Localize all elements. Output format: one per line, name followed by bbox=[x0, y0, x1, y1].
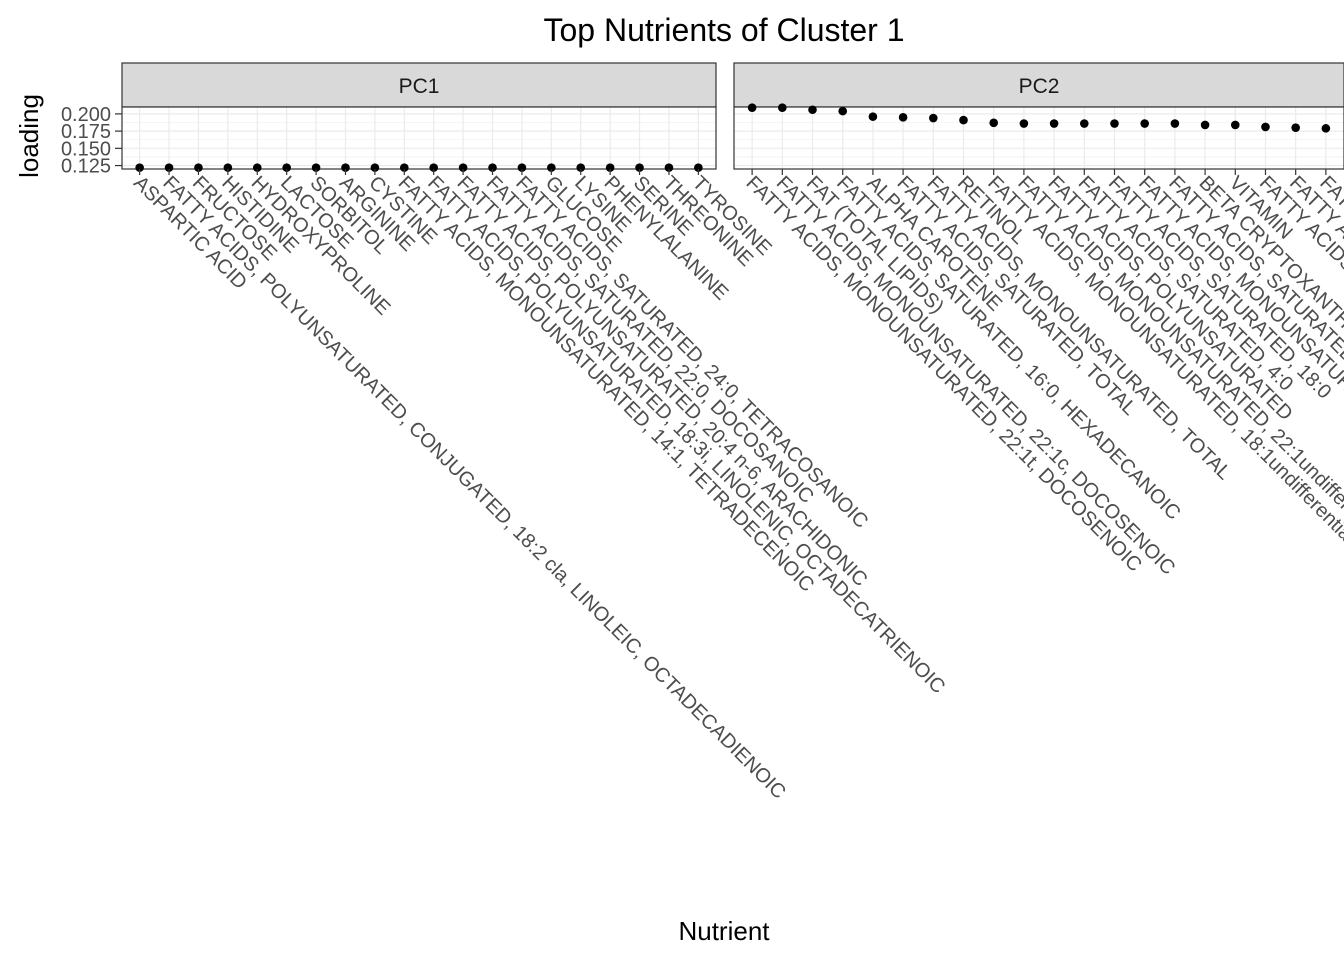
data-point bbox=[1291, 123, 1300, 132]
data-point bbox=[488, 163, 497, 172]
data-point bbox=[399, 163, 409, 172]
y-tick-label: 0.150 bbox=[61, 138, 111, 160]
y-tick-label: 0.175 bbox=[61, 121, 111, 143]
data-point bbox=[808, 105, 817, 115]
panel-background bbox=[734, 107, 1344, 169]
data-point bbox=[547, 163, 556, 172]
data-point bbox=[1261, 122, 1270, 132]
data-point bbox=[164, 163, 174, 172]
data-point bbox=[1110, 119, 1119, 128]
panel-border bbox=[121, 106, 717, 170]
data-point bbox=[1079, 119, 1089, 128]
data-point bbox=[194, 163, 203, 172]
data-point bbox=[989, 118, 999, 128]
data-point bbox=[605, 163, 615, 172]
data-point bbox=[311, 163, 321, 172]
data-point bbox=[576, 163, 586, 172]
data-point bbox=[929, 113, 938, 123]
data-point bbox=[838, 106, 848, 116]
facet-strip bbox=[733, 62, 1344, 108]
data-point bbox=[1170, 119, 1180, 128]
panel-background bbox=[122, 107, 716, 169]
chart-title: Top Nutrients of Cluster 1 bbox=[543, 12, 904, 48]
data-point bbox=[223, 163, 233, 172]
x-axis-title: Nutrient bbox=[678, 916, 770, 946]
facet-strip-label: PC2 bbox=[1019, 75, 1060, 98]
data-point bbox=[135, 163, 144, 172]
data-point bbox=[252, 163, 262, 172]
data-point bbox=[1321, 124, 1331, 133]
data-point bbox=[1200, 120, 1210, 130]
data-point bbox=[282, 163, 291, 172]
facet-strip bbox=[121, 62, 717, 108]
data-point bbox=[868, 112, 878, 121]
data-point bbox=[1049, 119, 1059, 128]
data-point bbox=[959, 115, 968, 125]
data-point bbox=[517, 163, 527, 172]
y-axis-title: loading bbox=[14, 94, 44, 178]
y-tick-label: 0.125 bbox=[61, 156, 111, 178]
data-point bbox=[747, 103, 757, 112]
data-point bbox=[458, 163, 468, 172]
facet-strip-label: PC1 bbox=[399, 75, 440, 98]
data-point bbox=[1019, 119, 1029, 128]
data-point bbox=[664, 163, 674, 172]
data-point bbox=[898, 113, 908, 122]
panel-border bbox=[733, 106, 1344, 170]
data-point bbox=[429, 163, 439, 172]
data-point bbox=[1230, 120, 1240, 130]
data-point bbox=[635, 163, 644, 172]
y-tick-label: 0.200 bbox=[61, 104, 111, 126]
data-point bbox=[370, 163, 380, 172]
data-point bbox=[341, 163, 350, 172]
data-point bbox=[694, 163, 703, 172]
data-point bbox=[778, 103, 787, 112]
data-point bbox=[1140, 119, 1149, 128]
